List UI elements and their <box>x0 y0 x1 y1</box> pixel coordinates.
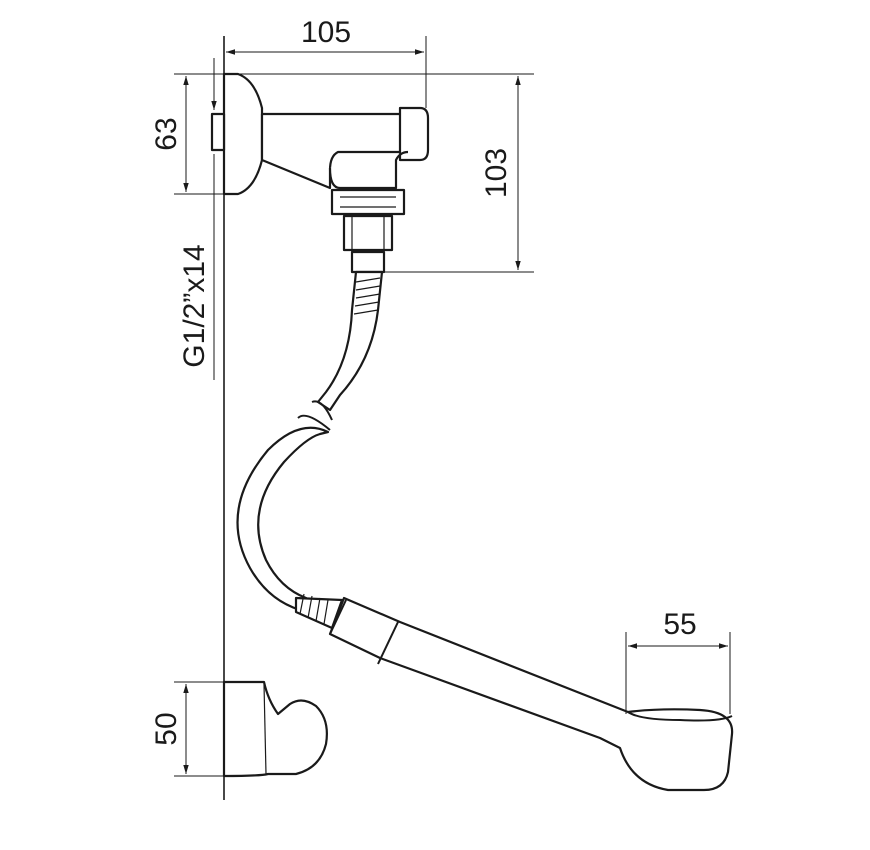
dimension-63-label: 63 <box>150 117 183 150</box>
dimension-105: 105 <box>226 16 427 108</box>
hand-shower <box>328 596 734 792</box>
dimension-103: 103 <box>236 73 534 273</box>
dimension-thread: G1/2”x14 <box>178 58 217 380</box>
valve-body <box>210 72 430 274</box>
dimension-55: 55 <box>625 608 731 714</box>
shower-hose <box>236 270 384 630</box>
dimension-103-label: 103 <box>480 148 513 198</box>
shower-holder <box>222 680 328 778</box>
dimension-thread-label: G1/2”x14 <box>178 244 211 367</box>
dimension-63: 63 <box>150 73 236 195</box>
dimension-50-label: 50 <box>150 712 183 745</box>
dimension-50: 50 <box>150 681 226 777</box>
dimension-55-label: 55 <box>663 608 696 641</box>
dimension-105-label: 105 <box>301 16 351 49</box>
